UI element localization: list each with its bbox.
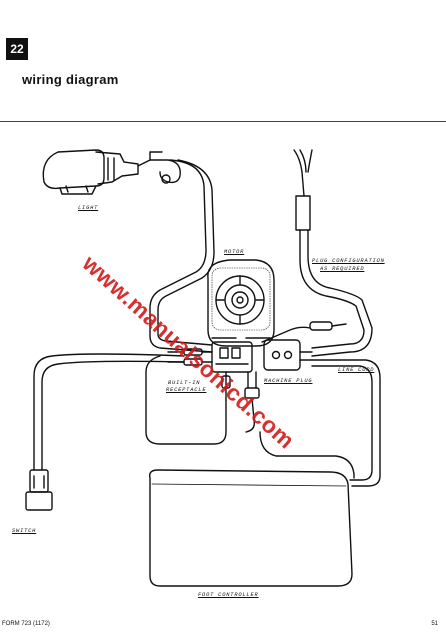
footer-page-number: 51 bbox=[431, 621, 438, 627]
light-fixture bbox=[42, 149, 181, 195]
label-light: LIGHT bbox=[78, 205, 99, 211]
label-line-cord: LINE CORD bbox=[338, 367, 375, 373]
label-built-in-line2: RECEPTACLE bbox=[166, 387, 207, 393]
foot-controller bbox=[148, 469, 353, 587]
label-plug-config-line1: PLUG CONFIGURATION bbox=[312, 258, 385, 264]
line-cord bbox=[293, 149, 373, 357]
page-title: wiring diagram bbox=[22, 72, 119, 87]
footer-form-number: FORM 723 (1172) bbox=[2, 621, 50, 627]
switch-cable bbox=[33, 353, 227, 471]
section-number-badge: 22 bbox=[6, 38, 28, 60]
motor bbox=[207, 259, 275, 347]
foot-controller-cords bbox=[259, 359, 381, 487]
motor-lead-connector bbox=[261, 321, 347, 343]
label-switch: SWITCH bbox=[12, 528, 37, 534]
label-foot-controller: FOOT CONTROLLER bbox=[198, 592, 259, 598]
label-machine-plug: MACHINE PLUG bbox=[264, 378, 313, 384]
switch bbox=[25, 469, 53, 511]
light-cable bbox=[149, 159, 215, 353]
label-motor: MOTOR bbox=[224, 249, 245, 255]
machine-plug bbox=[263, 339, 313, 371]
header-rule bbox=[0, 121, 446, 122]
label-plug-config-line2: AS REQUIRED bbox=[320, 266, 365, 272]
machine-plug-lead bbox=[221, 371, 260, 433]
built-in-receptacle bbox=[211, 341, 253, 373]
label-built-in-line1: BUILT-IN bbox=[168, 380, 201, 386]
